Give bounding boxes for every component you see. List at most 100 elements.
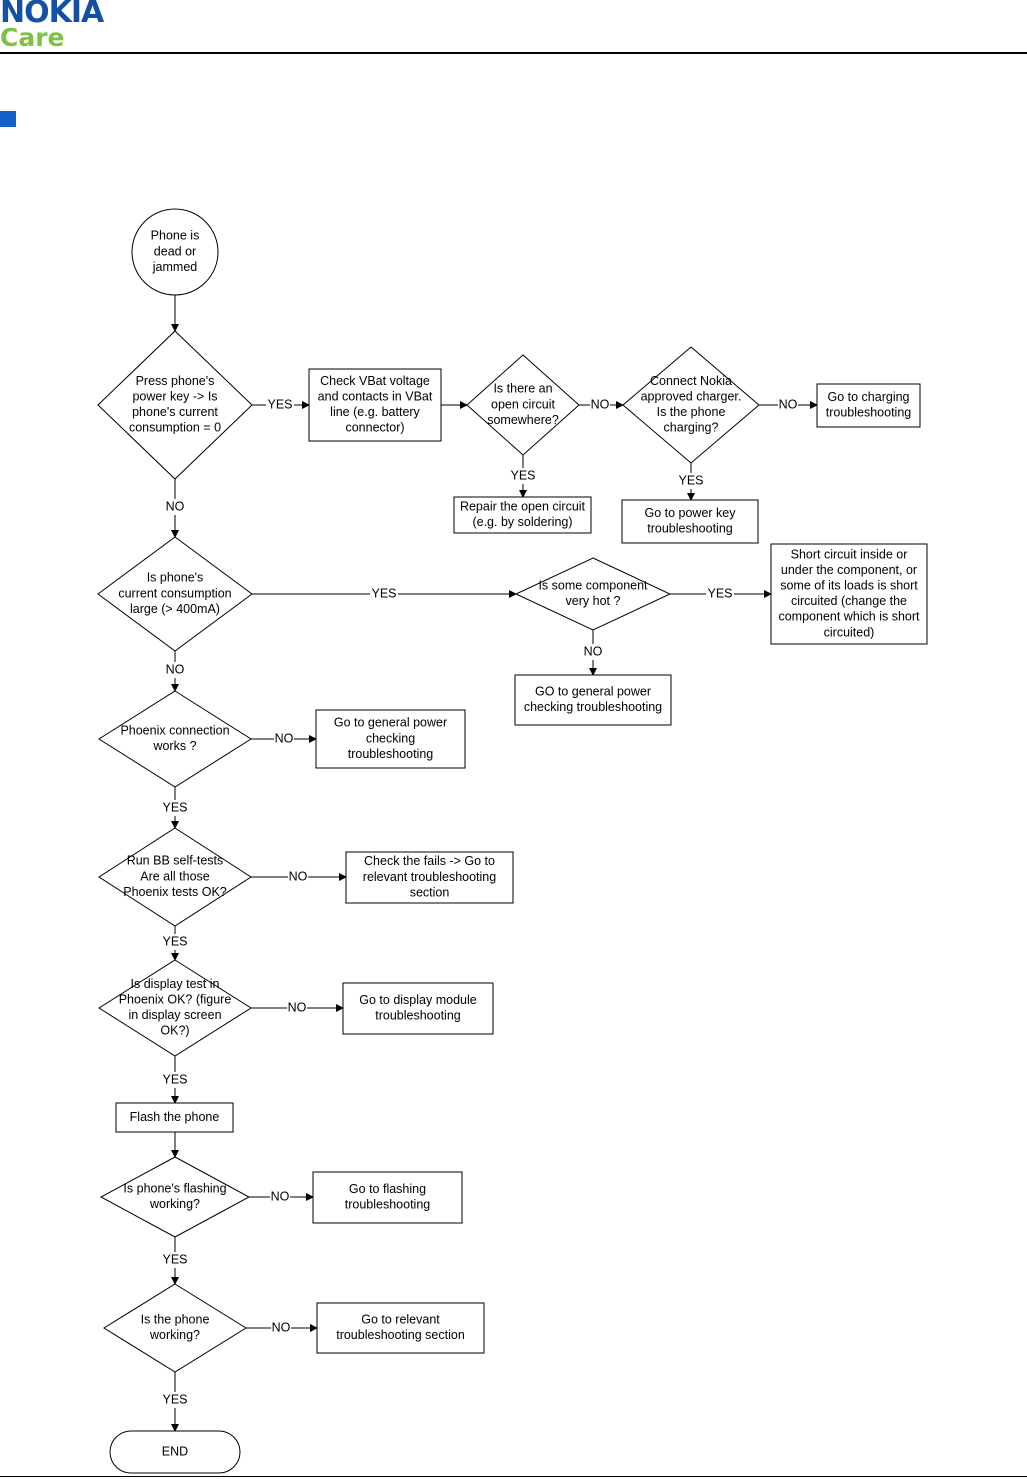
action-box-short-circuit-text: under the component, or xyxy=(781,563,917,577)
decision-display xyxy=(98,959,252,1057)
decision-large-current xyxy=(97,536,253,652)
decision-phoenix-text: works ? xyxy=(152,739,196,753)
care-logo: Care xyxy=(0,23,65,52)
no-edge-label: NO xyxy=(275,731,294,745)
decision-working-text: Is the phone xyxy=(141,1312,210,1326)
action-box-general-power-2-text: Go to general power xyxy=(334,716,447,730)
decision-open-circuit-text: somewhere? xyxy=(487,413,559,427)
decision-charger-text: Connect Nokia xyxy=(650,374,732,388)
action-box-flashing-ts xyxy=(312,1171,463,1224)
action-box-short-circuit-text: circuited (change the xyxy=(791,594,907,608)
start-node-text: Phone is xyxy=(151,229,200,243)
decision-bb-selftests xyxy=(98,827,252,927)
no-edge-label: NO xyxy=(779,397,798,411)
end-node-text: END xyxy=(162,1444,188,1458)
decision-power-key xyxy=(97,330,253,480)
no-edge-label: NO xyxy=(584,644,603,658)
decision-power-key-text: consumption = 0 xyxy=(129,421,221,435)
decision-charger-text: charging? xyxy=(664,421,719,435)
no-edge-label: NO xyxy=(166,662,185,676)
action-box-power-key-ts-text: Go to power key xyxy=(644,506,736,520)
decision-power-key-text: power key -> Is xyxy=(132,389,217,403)
action-box-short-circuit xyxy=(770,543,928,645)
decision-phoenix xyxy=(98,690,252,788)
action-box-short-circuit-text: some of its loads is short xyxy=(780,578,918,592)
action-box-short-circuit-text: circuited) xyxy=(824,625,875,639)
action-box-general-power-1-text: checking troubleshooting xyxy=(524,700,662,714)
end-node xyxy=(109,1430,241,1474)
action-box-general-power-1-text: GO to general power xyxy=(535,684,651,698)
decision-component-hot-text: Is some component xyxy=(538,578,648,592)
action-box-short-circuit-text: Short circuit inside or xyxy=(791,547,908,561)
no-edge-label: NO xyxy=(166,499,185,513)
decision-working-text: working? xyxy=(149,1328,200,1342)
decision-bb-selftests-text: Phoenix tests OK? xyxy=(123,885,227,899)
no-edge-label: NO xyxy=(591,397,610,411)
yes-edge-label: YES xyxy=(678,473,703,487)
action-box-relevant-ts-text: troubleshooting section xyxy=(336,1328,465,1342)
action-box-general-power-2 xyxy=(315,709,466,769)
action-box-check-fails-text: relevant troubleshooting xyxy=(363,870,496,884)
decision-open-circuit-text: open circuit xyxy=(491,397,555,411)
decision-display-text: Phoenix OK? (figure xyxy=(119,992,232,1006)
action-box-display-ts-text: Go to display module xyxy=(359,993,476,1007)
yes-edge-label: YES xyxy=(162,800,187,814)
no-edge-label: NO xyxy=(271,1189,290,1203)
action-box-display-ts-text: troubleshooting xyxy=(375,1009,461,1023)
yes-edge-label: YES xyxy=(267,397,292,411)
action-box-flash xyxy=(115,1102,234,1133)
decision-display-text: OK?) xyxy=(160,1024,189,1038)
decision-open-circuit-text: Is there an xyxy=(493,382,552,396)
action-box-check-fails-text: Check the fails -> Go to xyxy=(364,854,495,868)
action-box-check-vbat-text: Check VBat voltage xyxy=(320,374,430,388)
no-edge-label: NO xyxy=(288,1000,307,1014)
action-box-repair-text: Repair the open circuit xyxy=(460,499,586,513)
header-divider xyxy=(0,52,1027,54)
decision-flashing-text: working? xyxy=(149,1197,200,1211)
yes-edge-label: YES xyxy=(371,586,396,600)
action-box-repair xyxy=(453,496,592,534)
decision-working xyxy=(103,1283,247,1373)
decision-large-current-text: current consumption xyxy=(118,586,231,600)
action-box-general-power-1 xyxy=(514,674,672,726)
action-box-short-circuit-text: component which is short xyxy=(778,610,920,624)
decision-bb-selftests-text: Run BB self-tests xyxy=(127,854,224,868)
action-box-charging-ts xyxy=(816,383,921,428)
yes-edge-label: YES xyxy=(162,1072,187,1086)
action-box-general-power-2-text: troubleshooting xyxy=(348,747,434,761)
decision-display-text: in display screen xyxy=(128,1008,221,1022)
action-box-relevant-ts xyxy=(316,1302,485,1354)
yes-edge-label: YES xyxy=(162,1252,187,1266)
decision-power-key-text: phone's current xyxy=(132,405,218,419)
decision-bb-selftests-text: Are all those xyxy=(140,869,210,883)
action-box-flashing-ts-text: troubleshooting xyxy=(345,1198,431,1212)
action-box-charging-ts-text: troubleshooting xyxy=(826,406,912,420)
decision-charger-text: approved charger. xyxy=(641,389,742,403)
action-box-display-ts xyxy=(342,982,494,1035)
yes-edge-label: YES xyxy=(707,586,732,600)
action-box-charging-ts-text: Go to charging xyxy=(828,390,910,404)
action-box-general-power-2-text: checking xyxy=(366,731,415,745)
action-box-flashing-ts-text: Go to flashing xyxy=(349,1182,426,1196)
action-box-repair-text: (e.g. by soldering) xyxy=(472,515,572,529)
start-node-text: jammed xyxy=(152,260,198,274)
decision-flashing xyxy=(99,1156,251,1238)
no-edge-label: NO xyxy=(272,1320,291,1334)
action-box-check-fails-text: section xyxy=(410,885,450,899)
decision-large-current-text: Is phone's xyxy=(147,571,204,585)
decision-component-hot xyxy=(514,557,672,631)
yes-edge-label: YES xyxy=(510,468,535,482)
action-box-relevant-ts-text: Go to relevant xyxy=(361,1312,440,1326)
decision-display-text: Is display test in xyxy=(131,977,220,991)
decision-open-circuit xyxy=(466,354,580,456)
action-box-flash-text: Flash the phone xyxy=(130,1110,220,1124)
start-node-text: dead or xyxy=(154,244,196,258)
action-box-check-vbat-text: and contacts in VBat xyxy=(318,389,433,403)
action-box-power-key-ts xyxy=(621,499,759,544)
page-header: NOKIA Care xyxy=(0,0,1027,56)
action-box-check-vbat-text: connector) xyxy=(345,421,404,435)
action-box-check-fails xyxy=(345,851,514,904)
decision-phoenix-text: Phoenix connection xyxy=(120,723,229,737)
nokia-logo: NOKIA xyxy=(0,0,104,30)
